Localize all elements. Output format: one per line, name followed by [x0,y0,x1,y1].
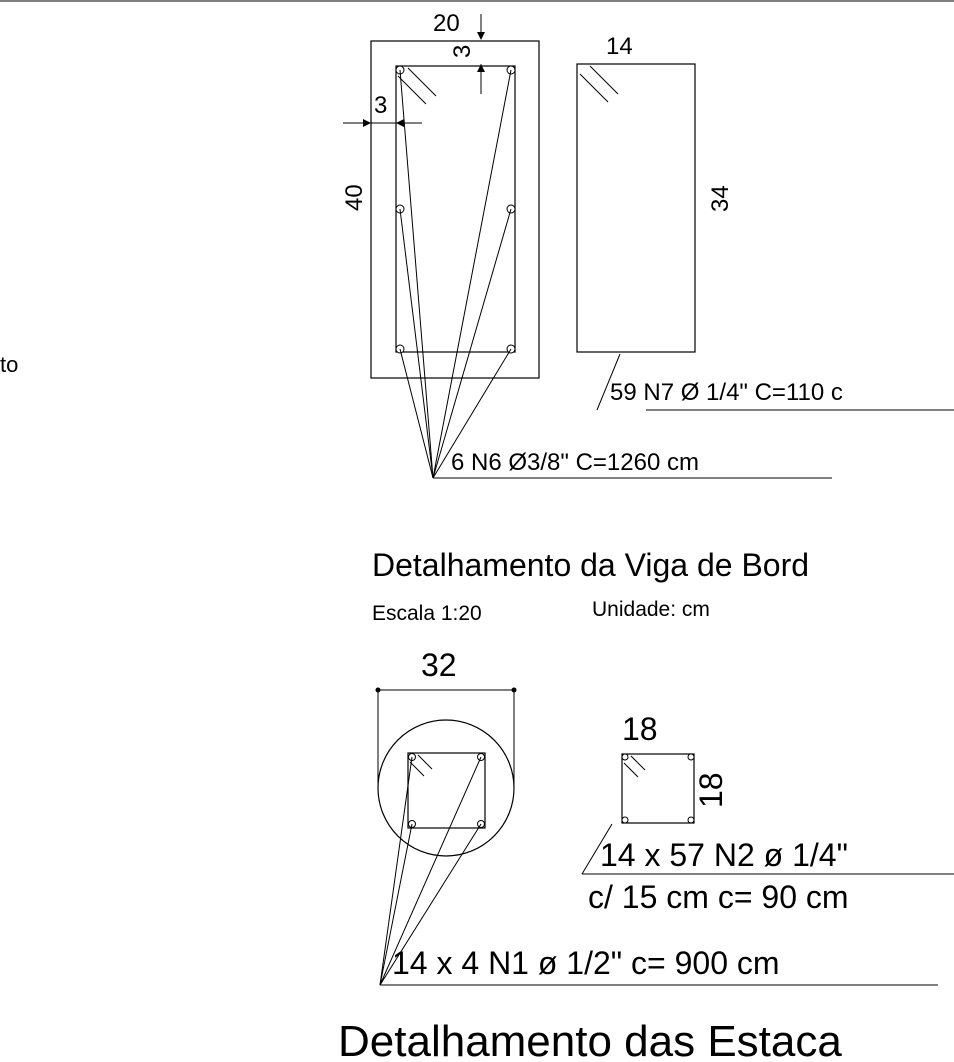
beam-title: Detalhamento da Viga de Bord [372,547,809,583]
pile-stirrup-corner [687,753,695,761]
beam-dim-height: 40 [341,184,368,211]
pile-stirrup-label-2: c/ 15 cm c= 90 cm [588,879,849,915]
beam-outline [370,40,540,379]
pile-dim-tick [375,687,381,693]
beam-stirrup-label: 59 N7 Ø 1/4" C=110 c [610,379,843,406]
beam-stirrup-leader [596,353,621,411]
beam-section: 20 3 3 40 14 34 59 N7 Ø 1/4" C=110 c 6 N… [341,10,954,625]
pile-stirrup-hook [630,755,646,771]
beam-stirrup [395,65,516,353]
pile-stirrup-label-1: 14 x 57 N2 ø 1/4" [600,837,848,873]
beam-stirrup-hook [589,65,619,95]
pile-stirrup-corner [621,816,629,824]
pile-stirrup [407,752,486,829]
beam-longitudinal-label: 6 N6 Ø3/8" C=1260 cm [451,449,699,476]
pile-dim-diameter: 32 [421,647,457,683]
beam-stirrup-width: 14 [606,33,633,60]
beam-dim-side-arrowhead [396,119,404,127]
pile-stirrup-hook [623,762,639,778]
beam-dim-side-arrowhead [363,119,371,127]
pile-dim-tick [511,687,517,693]
beam-dim-top-arrowhead [477,32,485,40]
pile-outline [377,719,515,857]
pile-stirrup-leader [581,823,613,875]
beam-hook [397,75,427,105]
beam-stirrup-height: 34 [707,185,734,212]
pile-stirrup-height: 18 [693,772,729,808]
pile-hook [409,761,425,777]
beam-unit: Unidade: cm [592,598,710,621]
beam-scale: Escala 1:20 [372,602,482,625]
beam-dim-side-cover: 3 [374,92,387,119]
pile-stirrup-corner [621,753,629,761]
beam-stirrup-detail [576,63,696,353]
beam-stirrup-hook [579,73,609,103]
pile-section: 32 18 18 14 x 57 N2 ø 1 [338,647,954,1062]
beam-rebar-leaders [399,69,832,479]
pile-stirrup-corner [687,816,695,824]
pile-hook [417,754,433,770]
beam-dim-top-cover: 3 [449,45,476,58]
pile-title: Detalhamento das Estaca [338,1017,842,1062]
beam-dim-top-width: 20 [433,10,460,37]
beam-dim-cover-arrowhead [477,64,485,72]
pile-stirrup-detail [621,753,695,824]
pile-rebar-leaders [379,756,938,986]
left-fragment-text: to [0,352,18,377]
beam-hook [407,67,437,97]
pile-longitudinal-label: 14 x 4 N1 ø 1/2" c= 900 cm [392,945,780,981]
pile-stirrup-width: 18 [622,711,658,747]
